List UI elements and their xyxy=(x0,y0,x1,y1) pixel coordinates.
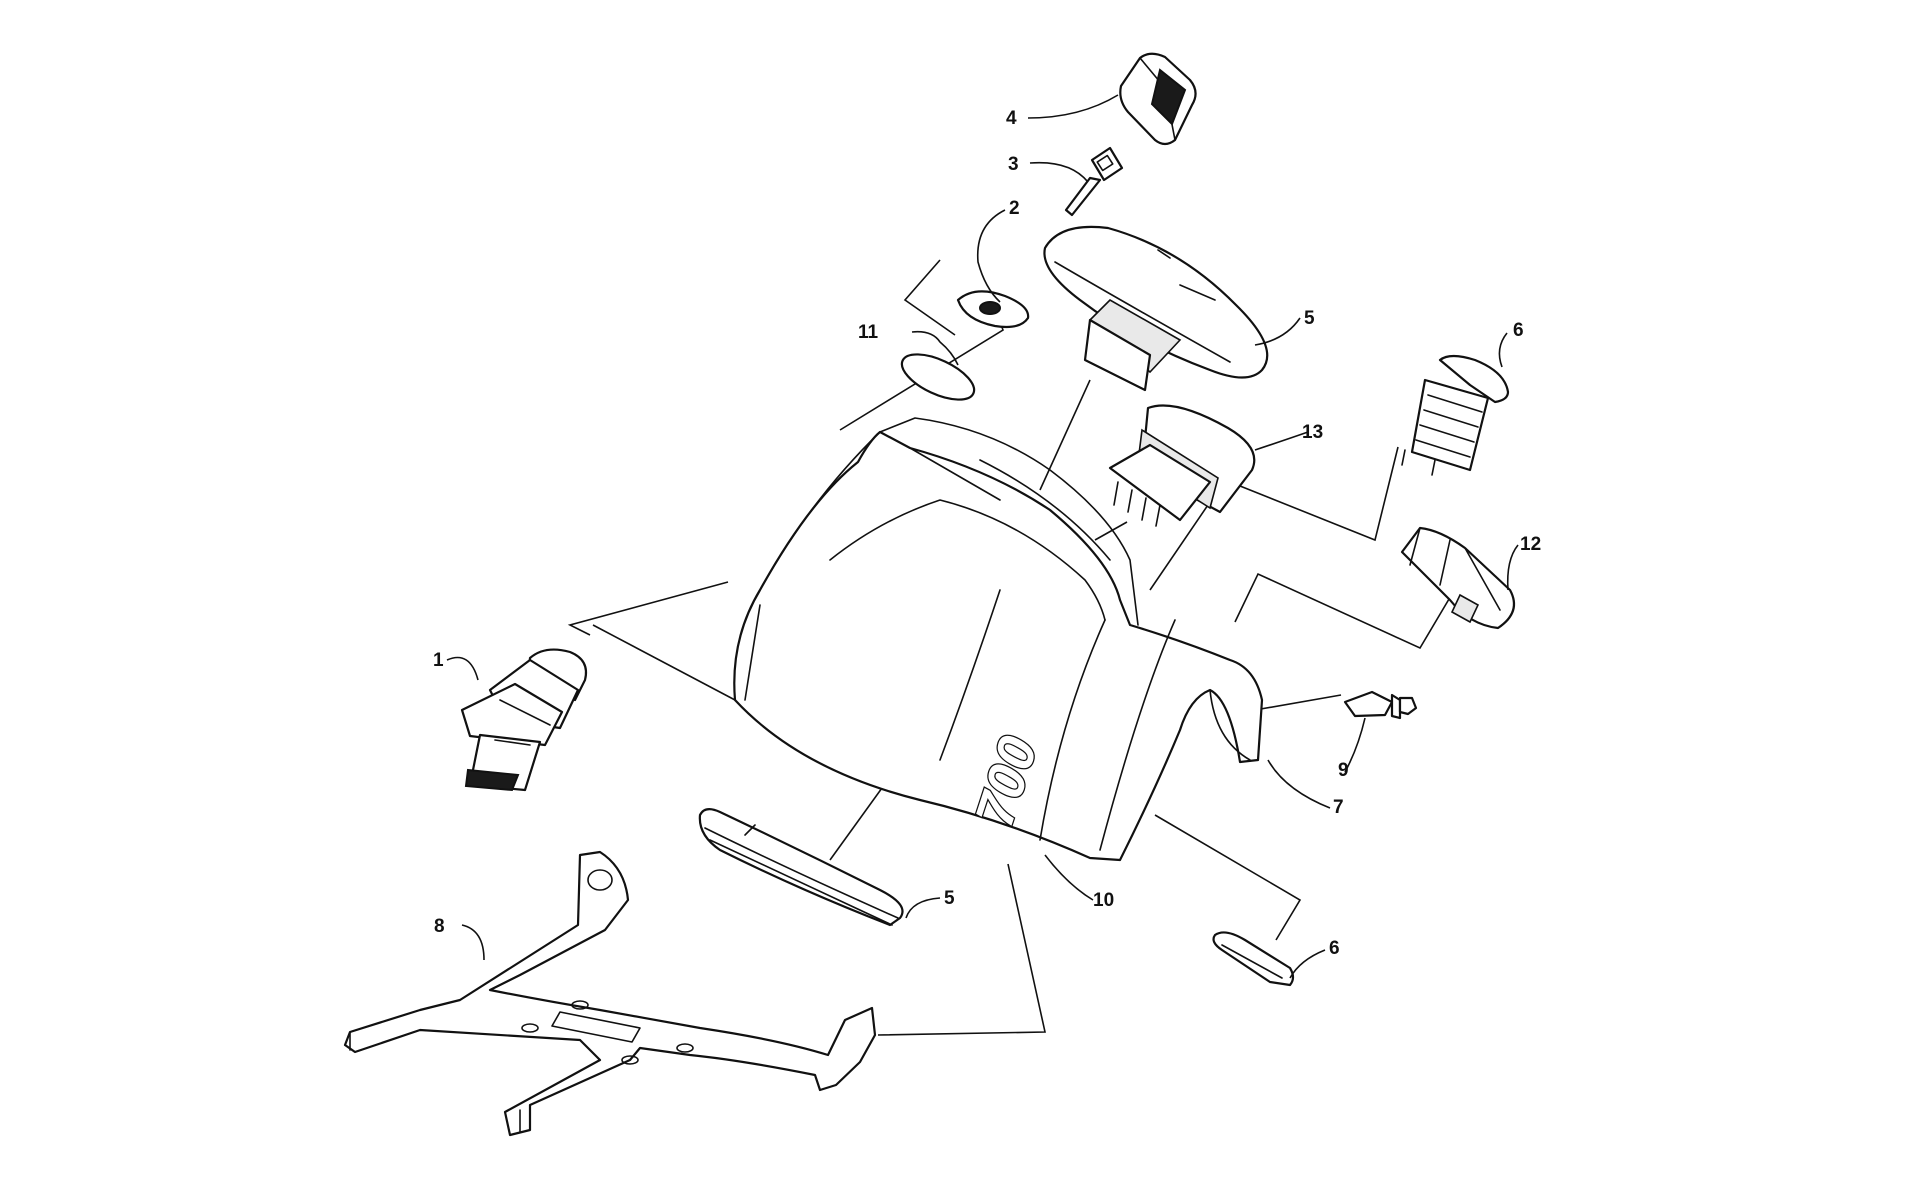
grommet-part xyxy=(956,290,1030,329)
gasket-ring-part xyxy=(900,353,976,401)
callout-11: 11 xyxy=(858,322,879,343)
callout-2: 2 xyxy=(1009,198,1020,219)
callout-4: 4 xyxy=(1006,108,1017,129)
push-rivet-part xyxy=(1343,690,1418,720)
mounting-bracket-part xyxy=(343,850,877,1137)
rocker-switch-part xyxy=(1108,404,1256,527)
callout-8: 8 xyxy=(434,916,445,937)
callout-7: 7 xyxy=(1333,797,1344,818)
retaining-nut-part xyxy=(1212,931,1295,987)
callout-10: 10 xyxy=(1093,890,1114,911)
power-socket-part xyxy=(1401,354,1510,476)
callout-1: 1 xyxy=(433,650,444,671)
callout-13: 13 xyxy=(1302,422,1323,443)
callouts: 1 2 3 4 5 5 6 6 7 8 9 10 11 12 13 xyxy=(433,94,1541,979)
gauge-part xyxy=(1043,225,1269,392)
callout-5-gauge: 5 xyxy=(1304,308,1315,329)
callout-9: 9 xyxy=(1338,760,1349,781)
ignition-key-part xyxy=(1064,146,1124,217)
cover-plug-part xyxy=(1400,526,1516,630)
lens-bezel-part xyxy=(698,808,904,927)
callout-12: 12 xyxy=(1520,534,1541,555)
callout-6-socket: 6 xyxy=(1513,320,1524,341)
key-cap-part xyxy=(1119,52,1197,146)
key-switch-part xyxy=(460,648,588,792)
callout-3: 3 xyxy=(1008,154,1019,175)
callout-6-nut: 6 xyxy=(1329,938,1340,959)
dash-housing-part: 700 xyxy=(733,417,1264,862)
callout-5-lens: 5 xyxy=(944,888,955,909)
